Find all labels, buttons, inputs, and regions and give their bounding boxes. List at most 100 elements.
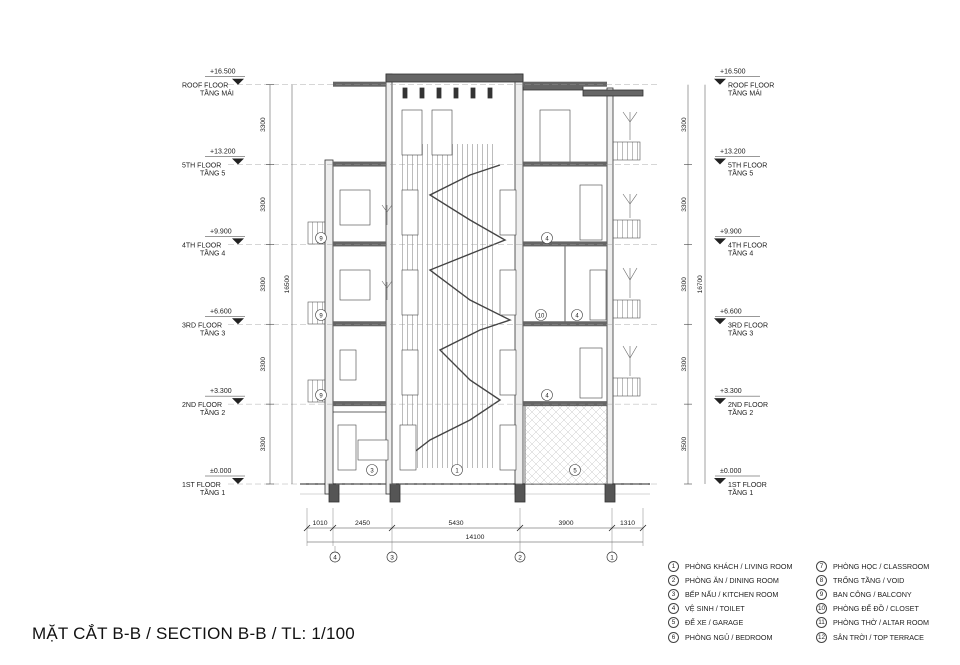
level-name-en-left: 3RD FLOOR bbox=[182, 322, 222, 329]
room-tag-number: 9 bbox=[319, 393, 323, 399]
level-triangle-right bbox=[714, 398, 726, 405]
level-triangle-left bbox=[232, 398, 244, 405]
level-triangle-left bbox=[232, 158, 244, 165]
level-triangle-right bbox=[714, 158, 726, 165]
room-tag-bubble bbox=[541, 232, 553, 244]
floor-slab bbox=[333, 241, 386, 247]
dim-text-horizontal: 2450 bbox=[355, 520, 370, 527]
legend-number: 12 bbox=[816, 631, 827, 643]
room-tag-bubble bbox=[571, 309, 583, 321]
dim-tick bbox=[303, 524, 311, 532]
axis-bubble bbox=[386, 551, 398, 563]
dim-tick bbox=[388, 524, 396, 532]
dim-text-left: 3300 bbox=[260, 117, 267, 132]
level-value-left: +9.900 bbox=[210, 228, 232, 235]
legend-label: PHÒNG KHÁCH / LIVING ROOM bbox=[685, 561, 793, 571]
room-tag-number: 3 bbox=[370, 468, 374, 474]
floor-slabs bbox=[333, 81, 607, 407]
level-value-right: +16.500 bbox=[720, 69, 746, 76]
level-value-right: +6.600 bbox=[720, 308, 742, 315]
legend-number: 1 bbox=[668, 560, 679, 572]
dim-total-horizontal: 14100 bbox=[466, 534, 485, 541]
legend-label: BAN CÔNG / BALCONY bbox=[833, 589, 912, 599]
level-value-left: +13.200 bbox=[210, 149, 236, 156]
level-name-en-right: 2ND FLOOR bbox=[728, 402, 768, 409]
dim-text-right: 3300 bbox=[681, 357, 688, 372]
level-triangle-left bbox=[232, 238, 244, 245]
legend-label: VỆ SINH / TOILET bbox=[685, 604, 745, 614]
legend-number: 8 bbox=[816, 574, 827, 586]
room-tag-number: 10 bbox=[538, 313, 545, 319]
level-value-left: ±0.000 bbox=[210, 468, 231, 475]
level-name-en-left: 1ST FLOOR bbox=[182, 482, 221, 489]
level-name-en-right: 3RD FLOOR bbox=[728, 322, 768, 329]
legend-number: 2 bbox=[668, 574, 679, 586]
level-name-en-left: ROOF FLOOR bbox=[182, 83, 228, 90]
dim-text-right: 3500 bbox=[681, 436, 688, 451]
room-tag-bubble bbox=[315, 389, 327, 401]
level-name-en-left: 4TH FLOOR bbox=[182, 242, 221, 249]
axis-label: 2 bbox=[518, 555, 522, 562]
floor-slab bbox=[523, 241, 607, 247]
dim-tick bbox=[639, 524, 647, 532]
room-tag-number: 4 bbox=[545, 236, 549, 242]
legend-label: ĐỂ XE / GARAGE bbox=[685, 618, 744, 628]
room-tag-bubble bbox=[541, 389, 553, 401]
dim-text-right: 3300 bbox=[681, 117, 688, 132]
level-name-vi-right: TẦNG 4 bbox=[728, 247, 753, 257]
drawing-title: MẶT CẮT B-B / SECTION B-B / TL: 1/100 bbox=[32, 624, 355, 643]
room-tag-bubble bbox=[569, 464, 581, 476]
level-triangle-right bbox=[714, 318, 726, 325]
level-name-vi-left: TẦNG 1 bbox=[200, 487, 225, 497]
level-value-right: +9.900 bbox=[720, 228, 742, 235]
legend-number: 4 bbox=[668, 603, 679, 615]
level-triangle-right bbox=[714, 478, 726, 484]
legend-number: 7 bbox=[816, 560, 827, 572]
room-tag-number: 9 bbox=[319, 236, 323, 242]
dim-text-horizontal: 1310 bbox=[620, 520, 635, 527]
room-tag-bubble bbox=[315, 309, 327, 321]
level-name-vi-left: TẦNG 5 bbox=[200, 168, 225, 178]
level-name-vi-left: TẦNG 2 bbox=[200, 407, 225, 417]
dim-total-left: 16500 bbox=[284, 275, 291, 293]
level-name-en-right: ROOF FLOOR bbox=[728, 83, 774, 90]
legend-number: 9 bbox=[816, 588, 827, 600]
dim-text-left: 3300 bbox=[260, 357, 267, 372]
legend-label: PHÒNG ĂN / DINING ROOM bbox=[685, 575, 779, 585]
axis-bubble bbox=[514, 551, 526, 563]
floor-slab bbox=[523, 321, 607, 327]
legend-number: 6 bbox=[668, 631, 679, 643]
legend-label: SÂN TRỜI / TOP TERRACE bbox=[833, 632, 924, 642]
legend-label: PHÒNG NGỦ / BEDROOM bbox=[685, 632, 773, 642]
room-tag-number: 1 bbox=[455, 468, 459, 474]
dim-text-right: 3300 bbox=[681, 277, 688, 292]
axis-bubble bbox=[329, 551, 341, 563]
floor-slab bbox=[523, 161, 607, 167]
building-structure bbox=[300, 73, 650, 503]
room-tag-number: 5 bbox=[573, 468, 577, 474]
legend-label: BẾP NẤU / KITCHEN ROOM bbox=[685, 589, 779, 599]
dim-text-horizontal: 3900 bbox=[558, 520, 573, 527]
legend-item: 4 VỆ SINH / TOILET bbox=[668, 603, 745, 615]
level-name-vi-left: TẦNG MÁI bbox=[200, 88, 234, 98]
room-tag-bubble bbox=[535, 309, 547, 321]
legend-item: 2 PHÒNG ĂN / DINING ROOM bbox=[668, 574, 779, 586]
floor-slab bbox=[333, 81, 386, 87]
axis-label: 1 bbox=[610, 555, 614, 562]
legend-item: 1 PHÒNG KHÁCH / LIVING ROOM bbox=[668, 560, 792, 572]
level-value-left: +6.600 bbox=[210, 308, 232, 315]
floor-slab bbox=[333, 401, 386, 407]
legend-number: 11 bbox=[816, 617, 827, 629]
level-name-vi-right: TẦNG 1 bbox=[728, 487, 753, 497]
level-name-vi-right: TẦNG MÁI bbox=[728, 88, 762, 98]
floor-slab bbox=[523, 401, 607, 407]
level-triangle-left bbox=[232, 78, 244, 85]
